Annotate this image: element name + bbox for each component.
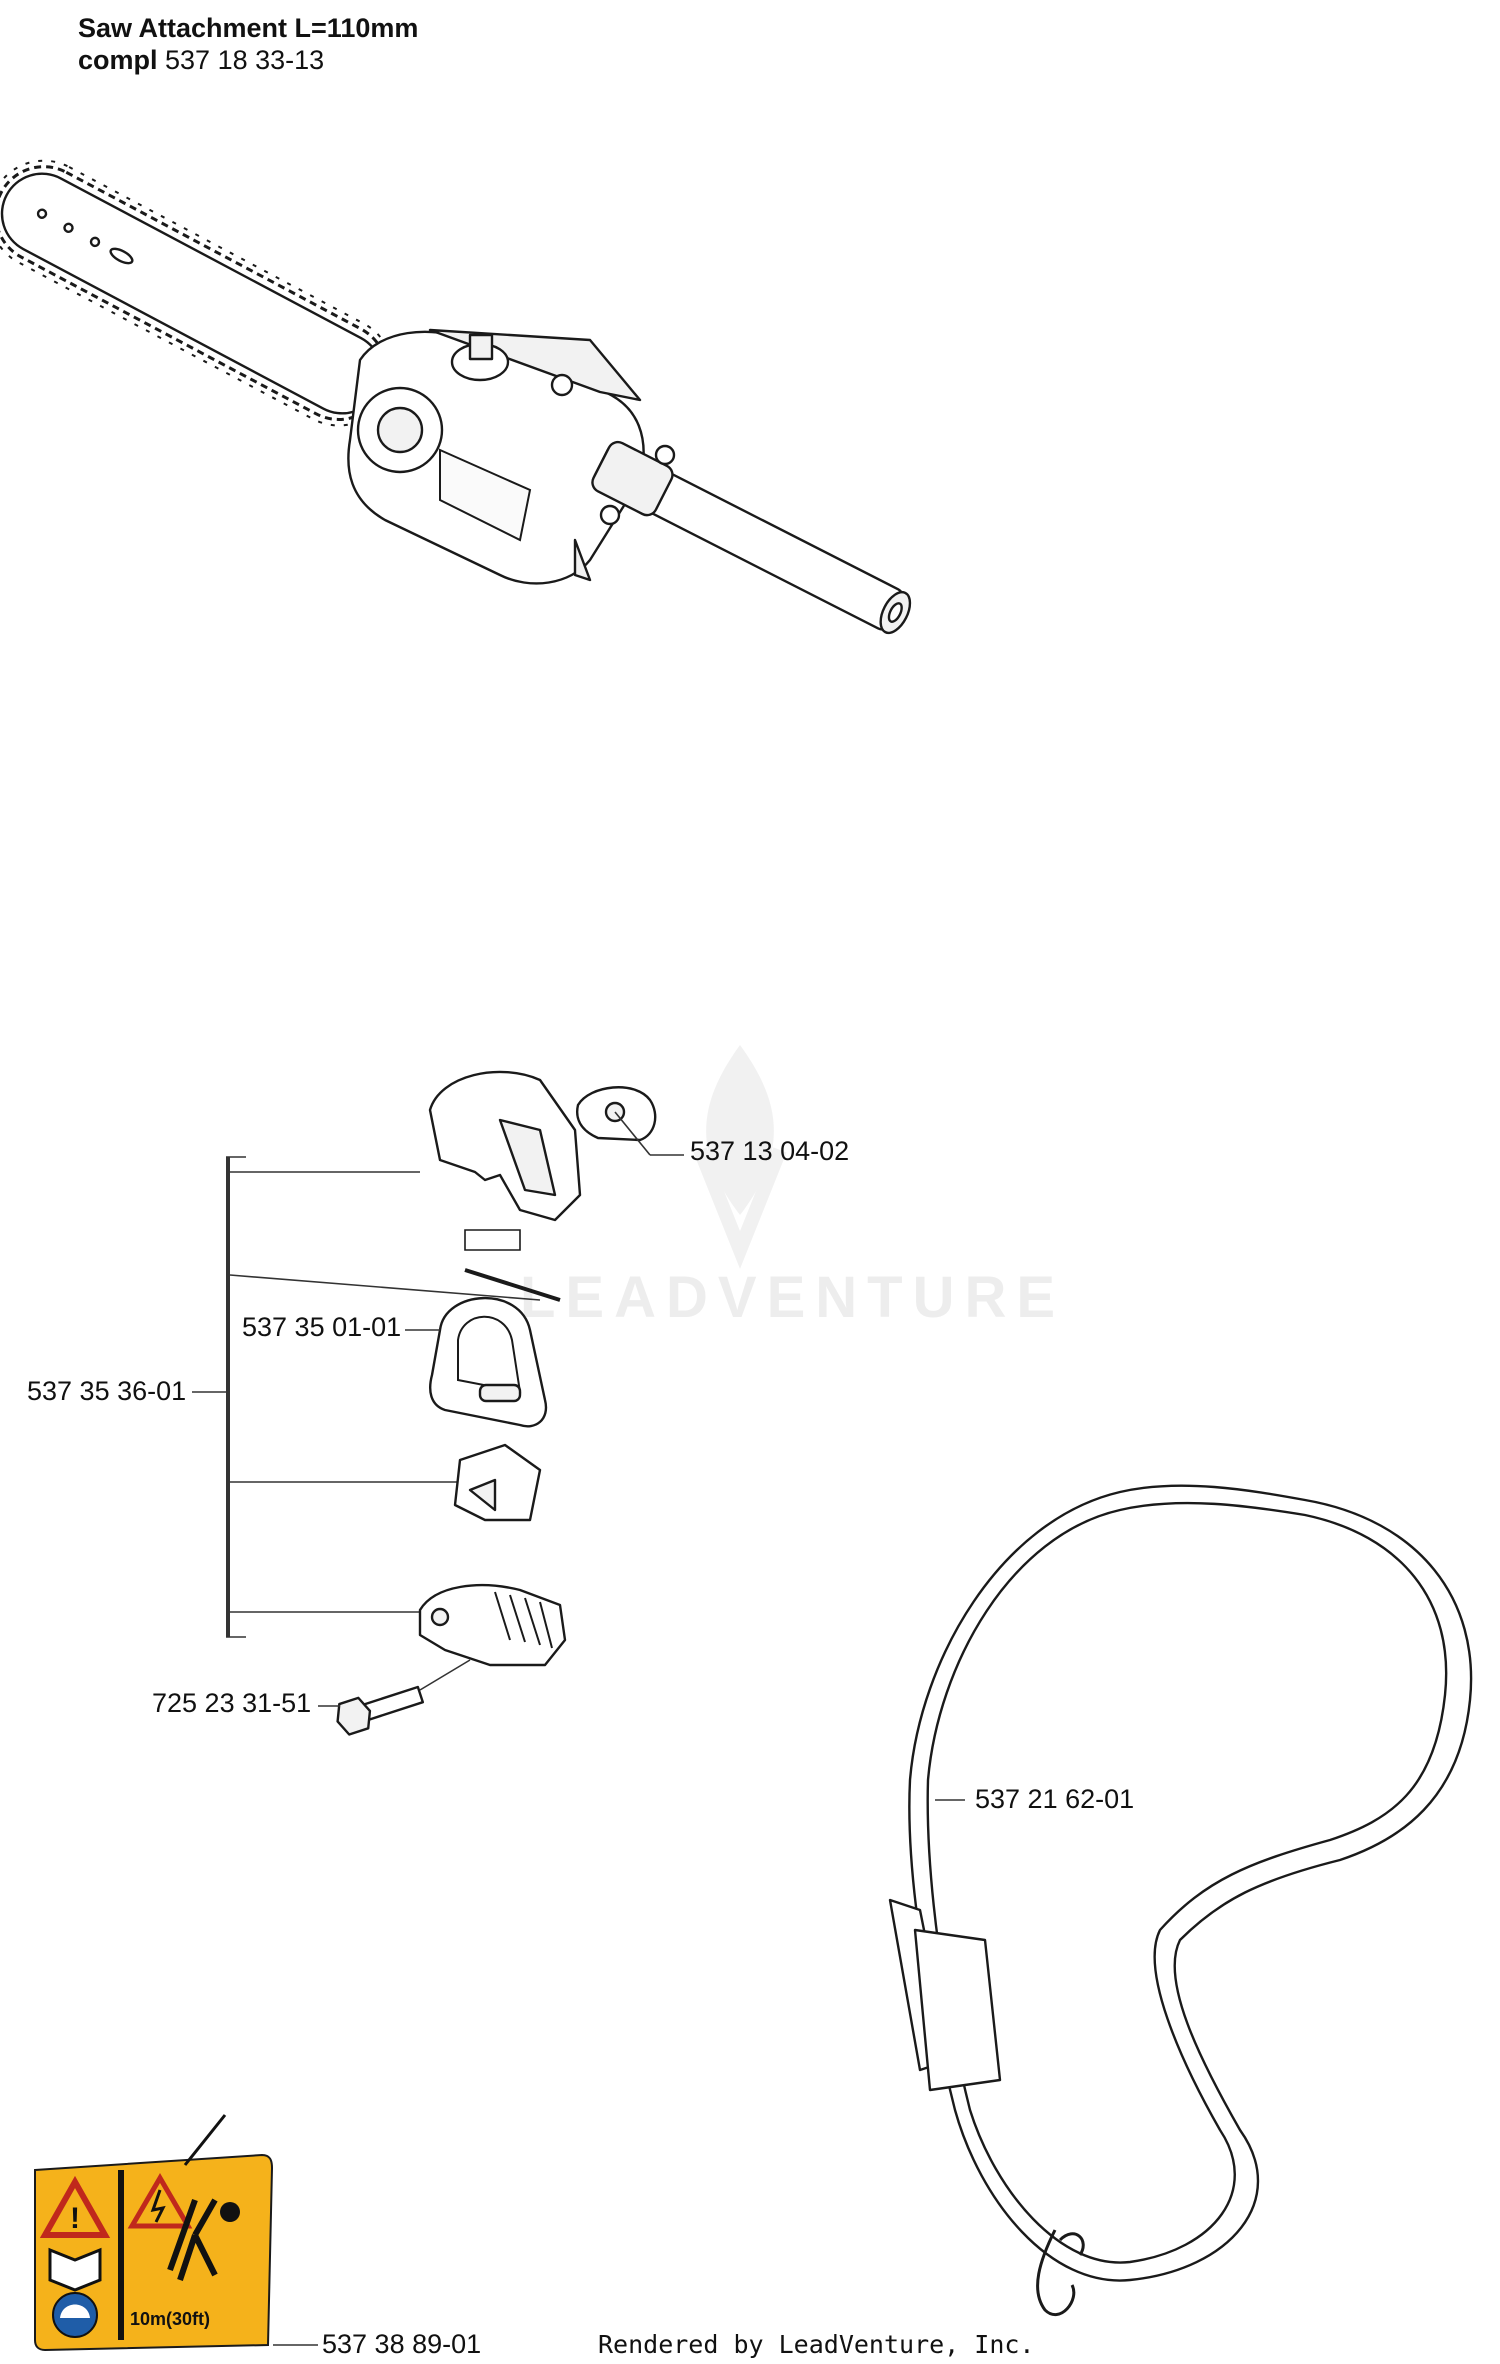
hanger-assembly: [192, 1070, 684, 1736]
pin: [464, 1268, 561, 1302]
strap-inner: [926, 1501, 1448, 2264]
bar-slot: [109, 247, 134, 265]
guide-bar: [0, 172, 384, 415]
diagram-title-line1: Saw Attachment L=110mm: [78, 12, 418, 44]
bolt-head: [336, 1696, 372, 1736]
clamp-lower-hole: [430, 1607, 450, 1627]
shaft-clamp: [591, 440, 674, 517]
electric-hazard-icon: [127, 2173, 193, 2229]
svg-text:!: !: [70, 2202, 80, 2235]
clamp-ribs: [494, 1591, 553, 1649]
spring-clip: [453, 1443, 542, 1522]
harness-strap: [888, 1484, 1473, 2317]
part-label-537-35-36-01: 537 35 36-01: [27, 1376, 186, 1406]
clamp-upper-slot: [498, 1118, 557, 1197]
label-plate: [439, 448, 532, 542]
sprocket-nut: [376, 406, 424, 454]
part-label-537-38-89-01: 537 38 89-01: [322, 2329, 481, 2359]
clamp-screw: [599, 504, 621, 526]
title-part-number: 537 18 33-13: [157, 45, 325, 75]
pole-saw-line: [183, 2114, 227, 2166]
part-label-725-23-31-51: 725 23 31-51: [152, 1688, 311, 1718]
watermark: LEADVENTURE: [520, 1045, 1065, 1330]
warning-decal: ! 10m(30ft): [34, 2114, 274, 2352]
d-ring-axle: [478, 1383, 522, 1403]
bar-rivet: [36, 208, 48, 219]
shaft-coupling: [887, 602, 903, 623]
d-ring-inner: [457, 1315, 522, 1394]
clamp-screw: [654, 444, 676, 466]
part-label-537-13-04-02: 537 13 04-02: [690, 1136, 849, 1166]
diagram-title-line2: compl 537 18 33-13: [78, 44, 324, 76]
decal-divider: [118, 2170, 124, 2340]
clip-tab: [468, 1478, 497, 1512]
bar-rivet: [89, 236, 101, 248]
watermark-text: LEADVENTURE: [520, 1265, 1065, 1330]
clamp-lower: [418, 1584, 567, 1667]
oil-cap-knob: [468, 333, 494, 361]
saw-attachment-assembly: [0, 159, 912, 635]
strap-sleeve: [913, 1928, 1002, 2092]
tensioner-screw: [550, 373, 574, 397]
watermark-v-icon: [693, 1147, 787, 1269]
warning-triangle-icon: [39, 2175, 111, 2238]
footer-credit: Rendered by LeadVenture, Inc.: [598, 2330, 1035, 2359]
clamp-upper: [428, 1070, 582, 1222]
title-compl: compl: [78, 45, 158, 75]
part-label-537-35-01-01: 537 35 01-01: [242, 1312, 401, 1342]
bumper-spike: [573, 538, 592, 582]
manual-book-icon: [48, 2247, 102, 2292]
operator-figure-icon: [167, 2198, 218, 2281]
bar-rivet: [63, 222, 74, 234]
bracket-line: [226, 1157, 230, 1637]
snap-hook: [1036, 2229, 1085, 2317]
watermark-flame-icon: [706, 1045, 774, 1215]
strap-outer: [908, 1484, 1473, 2282]
assembly-guide: [464, 1229, 521, 1251]
decal-height-text: 10m(30ft): [130, 2309, 210, 2329]
part-label-537-21-62-01: 537 21 62-01: [975, 1784, 1134, 1814]
title-name: Saw Attachment L=110mm: [78, 13, 419, 43]
